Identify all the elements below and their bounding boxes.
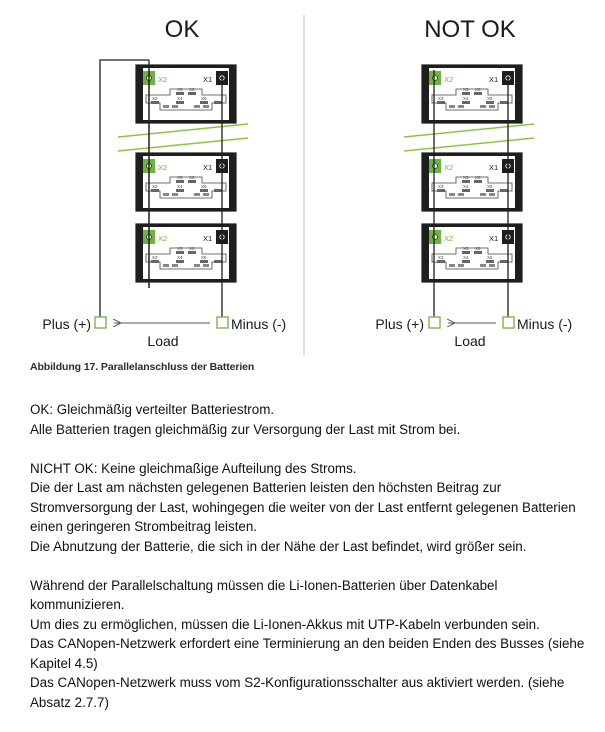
- text-line: Um dies zu ermöglichen, müssen die Li-Io…: [30, 616, 540, 632]
- battery-3: [421, 223, 523, 283]
- text-line: Das CANopen-Netzwerk erfordert eine Term…: [30, 636, 585, 651]
- parallel-connection-diagram: X2 X1 X5 X6 X3 X4 X5 OK: [42, 15, 572, 355]
- break-line: [403, 137, 535, 152]
- break-line: [403, 123, 535, 138]
- ok-panel: OK Plus (+) Minus (-) Load: [42, 16, 286, 349]
- text-line: Während der Parallelschaltung müssen die…: [30, 577, 498, 593]
- paragraph-not-ok: NICHT OK: Keine gleichmaßige Aufteilung …: [30, 459, 590, 557]
- plus-terminal: [428, 316, 441, 329]
- paragraph-canopen: Während der Parallelschaltung müssen die…: [30, 576, 590, 713]
- figure-caption: Abbildung 17. Parallelanschluss der Batt…: [30, 361, 255, 373]
- load-label: Load: [147, 333, 178, 349]
- minus-label: Minus (-): [517, 316, 572, 332]
- battery-1: [135, 64, 237, 124]
- text-line: kommunizieren.: [30, 597, 125, 612]
- ok-title: OK: [165, 16, 200, 43]
- text-line: Das CANopen-Netzwerk muss vom S2-Konfigu…: [30, 675, 565, 690]
- not-ok-panel: NOT OK Plus (+) Minus (-) Load: [375, 16, 572, 349]
- break-line: [117, 137, 249, 152]
- paragraph-ok: OK: Gleichmäßig verteilter Batteriestrom…: [30, 400, 590, 439]
- load-label: Load: [454, 333, 485, 349]
- text-line: NICHT OK: Keine gleichmaßige Aufteilung …: [30, 460, 357, 476]
- text-line: Absatz 2.7.7): [30, 694, 109, 710]
- battery-2: [421, 152, 523, 212]
- break-line: [117, 123, 249, 138]
- body-text: OK: Gleichmäßig verteilter Batteriestrom…: [30, 400, 590, 732]
- plus-terminal: [94, 316, 107, 329]
- text-line: Alle Batterien tragen gleichmäßig zur Ve…: [30, 421, 461, 437]
- battery-3: [135, 223, 237, 283]
- text-line: einen geringeren Strombeitrag leisten.: [30, 519, 258, 534]
- battery-2: [135, 152, 237, 212]
- minus-terminal: [502, 316, 515, 329]
- plus-label: Plus (+): [375, 316, 424, 332]
- text-line: OK: Gleichmäßig verteilter Batteriestrom…: [30, 402, 275, 417]
- plus-label: Plus (+): [42, 316, 91, 332]
- minus-terminal: [216, 316, 229, 329]
- text-line: Die Abnutzung der Batterie, die sich in …: [30, 538, 527, 554]
- text-line: Stromversorgung der Last, wohingegen die…: [30, 499, 576, 515]
- minus-label: Minus (-): [231, 316, 286, 332]
- battery-1: [421, 64, 523, 124]
- text-line: Die der Last am nächsten gelegenen Batte…: [30, 480, 502, 495]
- not-ok-title: NOT OK: [424, 16, 516, 43]
- text-line: Kapitel 4.5): [30, 655, 98, 671]
